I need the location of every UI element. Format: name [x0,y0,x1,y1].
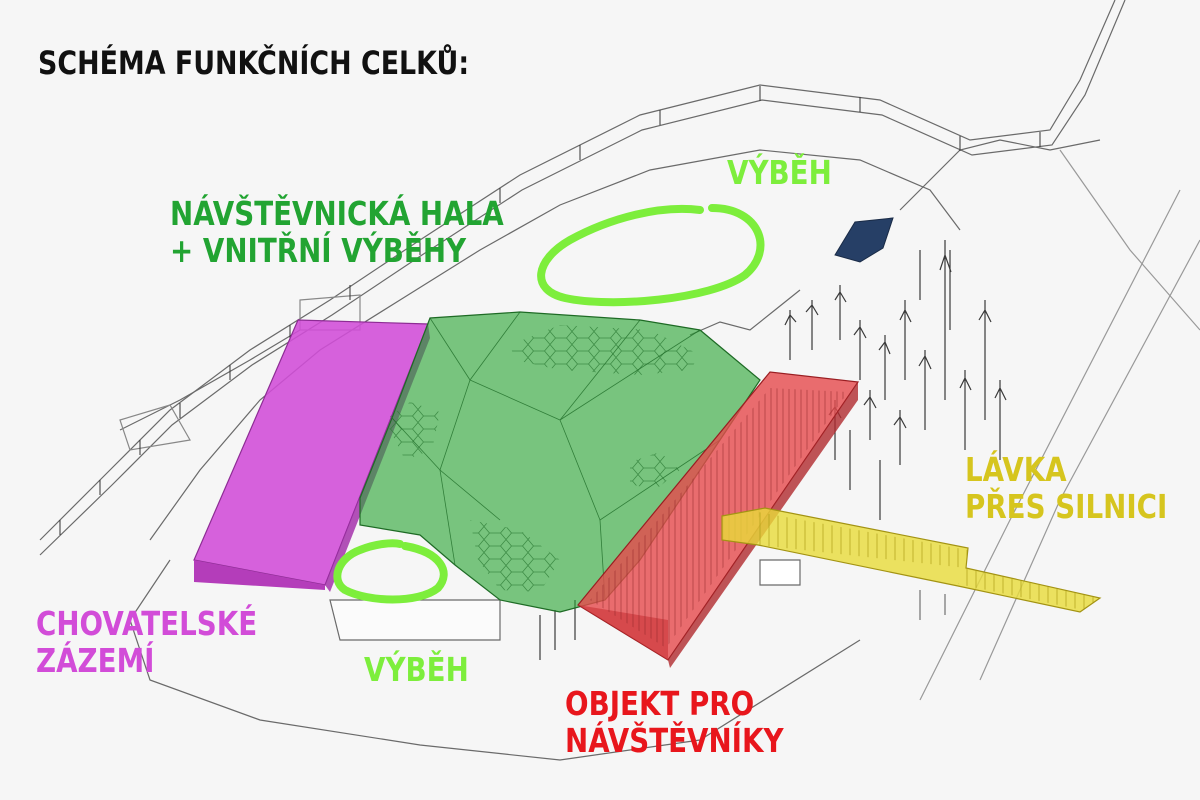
bottom-run-ring [333,539,448,604]
label-run-bottom: VÝBĚH [364,650,469,689]
label-visitor-building-line2: NÁVŠTĚVNÍKY [565,720,784,760]
hall-block [359,311,761,613]
page-title: SCHÉMA FUNKČNÍCH CELKŮ: [38,44,470,82]
label-breeding-line2: ZÁZEMÍ [36,640,155,680]
label-visitor-building: OBJEKT PRO NÁVŠTĚVNÍKY [565,684,784,760]
label-footbridge-line1: LÁVKA [965,450,1067,489]
label-visitor-building-line1: OBJEKT PRO [565,684,755,723]
label-visitor-hall-line2: + VNITŘNÍ VÝBĚHY [170,230,467,270]
label-visitor-hall-line1: NÁVŠTĚVNICKÁ HALA [170,194,504,233]
run-rings [333,204,765,604]
label-run-top: VÝBĚH [727,153,832,192]
label-breeding-line1: CHOVATELSKÉ [36,604,258,643]
fence-posts [59,86,1041,535]
terrain [39,0,1200,761]
label-footbridge-line2: PŘES SILNICI [965,486,1168,526]
label-footbridge: LÁVKA PŘES SILNICI [965,450,1168,526]
top-run-ring [537,204,765,307]
trees [539,240,1007,660]
shelter [834,217,894,263]
label-breeding-facilities: CHOVATELSKÉ ZÁZEMÍ [36,604,258,680]
footbridge-block [721,507,1102,620]
label-visitor-hall: NÁVŠTĚVNICKÁ HALA + VNITŘNÍ VÝBĚHY [170,194,504,270]
